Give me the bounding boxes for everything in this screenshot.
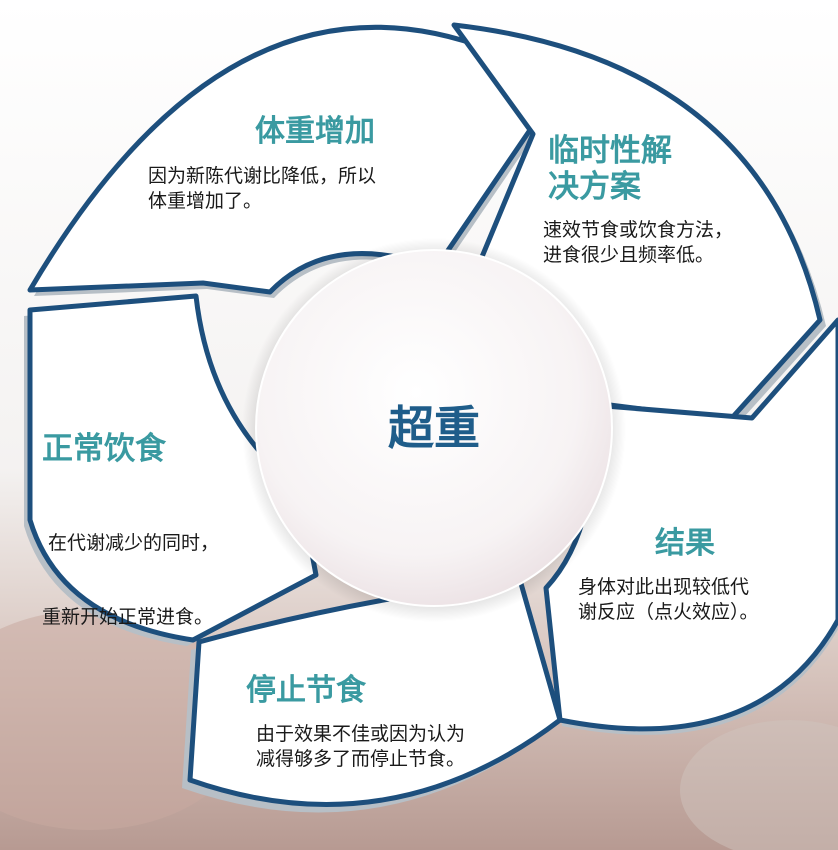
- segment-desc-result: 身体对此出现较低代 谢反应（点火效应）。: [578, 575, 759, 624]
- segment-desc-normal-diet: 在代谢减少的同时， 重新开始正常进食。: [42, 482, 219, 655]
- segment-desc-line: 身体对此出现较低代: [578, 576, 750, 598]
- segment-top: [27, 24, 533, 295]
- segment-bottom: [187, 577, 563, 807]
- segment-desc-temporary-solution: 速效节食或饮食方法， 进食很少且频率低。: [543, 218, 733, 267]
- segment-title-line: 结果: [655, 526, 715, 561]
- segment-title-result: 结果: [655, 526, 715, 562]
- background-blur-right: [680, 720, 838, 850]
- hub-circle: [255, 249, 613, 607]
- segment-title-line: 体重增加: [255, 114, 375, 149]
- segment-desc-line: 速效节食或饮食方法，: [543, 219, 734, 241]
- segment-desc-stop-dieting: 由于效果不佳或因为认为 减得够多了而停止节食。: [256, 722, 465, 771]
- segment-desc-line: 在代谢减少的同时，: [42, 532, 220, 555]
- center-label: 超重: [388, 401, 480, 455]
- segment-title-stop-dieting: 停止节食: [246, 673, 366, 709]
- segment-desc-line: 由于效果不佳或因为认为: [256, 723, 466, 745]
- segment-title-line: 正常饮食: [42, 431, 166, 467]
- segment-title-line: 停止节食: [246, 673, 366, 708]
- segment-desc-line: 进食很少且频率低。: [543, 243, 715, 266]
- segment-desc-line: 减得够多了而停止节食。: [256, 747, 466, 770]
- segment-desc-line: 重新开始正常进食。: [42, 606, 214, 629]
- segment-title-weight-gain: 体重增加: [255, 114, 375, 150]
- segment-desc-weight-gain: 因为新陈代谢比降低，所以 体重增加了。: [148, 164, 376, 213]
- segment-title-line: 决方案: [548, 168, 641, 205]
- segment-desc-line: 因为新陈代谢比降低，所以: [148, 165, 377, 187]
- segment-title-line: 临时性解: [548, 133, 672, 169]
- segment-desc-line: 体重增加了。: [148, 189, 263, 212]
- segment-desc-line: 谢反应（点火效应）。: [578, 600, 759, 623]
- segment-title-normal-diet: 正常饮食: [42, 431, 166, 468]
- segment-title-temporary-solution: 临时性解 决方案: [548, 133, 672, 205]
